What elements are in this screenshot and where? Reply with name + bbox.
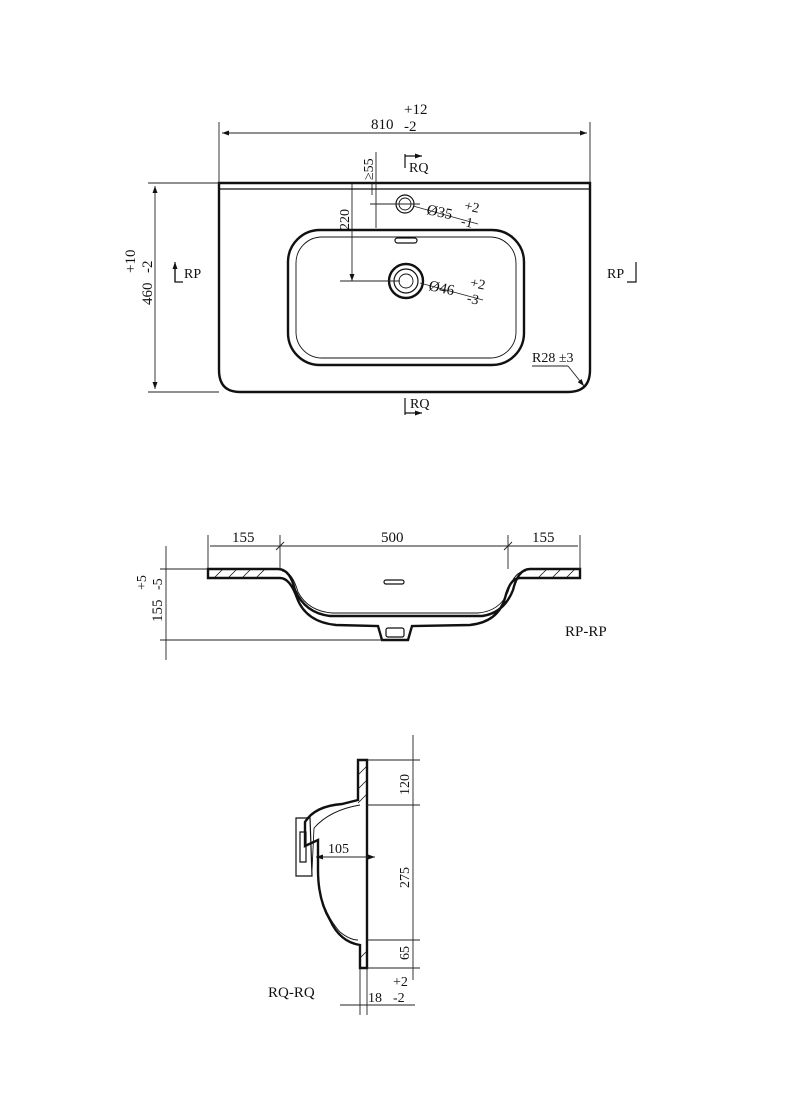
depth-value: 460: [140, 283, 156, 306]
rq-thickness-tol-plus: +2: [393, 975, 408, 990]
rp-bowl-inner: [281, 570, 527, 614]
tap-hole-tol-plus: +2: [463, 199, 481, 217]
rp-left-deck-value: 155: [232, 530, 255, 546]
rq-thickness-tol-minus: -2: [393, 991, 405, 1006]
rp-height-tol-minus: -5: [151, 578, 166, 590]
overflow-slot: [394, 237, 418, 244]
section-rp-right-marker: [627, 262, 637, 283]
depth-tol-minus: -2: [140, 261, 156, 274]
rq-hatching: [357, 765, 368, 959]
rq-middle-value: 275: [398, 867, 413, 888]
rq-bowl-depth-value: 105: [328, 842, 349, 857]
corner-radius-value: R28 ±3: [532, 351, 574, 366]
rq-inner-line-2: [317, 879, 359, 941]
rp-hatching: [213, 568, 576, 579]
section-rp-left-label: RP: [184, 267, 201, 282]
top-view: 810 +12 -2 460 -2 +10 ≥55 220 Ø35 +2 -1: [123, 102, 637, 416]
drain-tol-minus: -3: [465, 291, 480, 308]
tap-offset-value: 220: [338, 209, 353, 230]
drain-value: Ø46: [427, 278, 456, 299]
section-rp-left-marker: [174, 264, 183, 283]
rp-height-tol-plus: +5: [135, 575, 150, 590]
drain-hole-center: [398, 273, 414, 289]
section-rp-view: 155 500 155 155 -5 +5 RP-RP: [135, 530, 607, 660]
rq-overflow-inner: [299, 831, 307, 863]
basin-outline: [217, 181, 592, 394]
rp-overflow-slot: [383, 579, 405, 585]
rq-section-outline: [303, 758, 369, 970]
width-tol-plus: +12: [404, 102, 427, 118]
rp-tick-1: [275, 541, 285, 551]
drain-leader: [419, 282, 484, 301]
section-rp-right-label: RP: [607, 267, 624, 282]
rp-bowl-width-value: 500: [381, 530, 404, 546]
tap-hole-leader: [412, 205, 479, 225]
depth-tol-plus: +10: [123, 250, 139, 273]
rq-bottom-value: 65: [398, 946, 413, 960]
rp-tick-2: [503, 541, 513, 551]
section-rq-top-label: RQ: [409, 161, 428, 176]
rp-height-value: 155: [150, 600, 166, 623]
bowl-outline: [286, 228, 526, 367]
rq-thickness-value: 18: [368, 991, 382, 1006]
rq-top-value: 120: [398, 774, 413, 795]
rp-right-deck-value: 155: [532, 530, 555, 546]
width-value: 810: [371, 117, 394, 133]
edge-min-value: ≥55: [362, 158, 377, 180]
rp-section-title: RP-RP: [565, 624, 607, 640]
section-rq-view: 120 275 65 105 18 -2 +2 RQ-RQ: [268, 735, 420, 1015]
drain-tol-plus: +2: [469, 276, 487, 294]
bowl-inner-outline: [295, 236, 517, 359]
tap-hole-tol-minus: -1: [460, 215, 475, 232]
rq-section-title: RQ-RQ: [268, 985, 315, 1001]
rq-inner-line-1: [311, 804, 361, 871]
rp-drain-outlet: [385, 627, 405, 638]
rq-overflow-channel: [295, 817, 313, 877]
rp-section-outline: [206, 567, 582, 642]
section-rq-bottom-label: RQ: [410, 397, 429, 412]
width-tol-minus: -2: [404, 119, 417, 135]
corner-radius-leader: [567, 365, 585, 387]
tap-hole-value: Ø35: [425, 202, 454, 223]
